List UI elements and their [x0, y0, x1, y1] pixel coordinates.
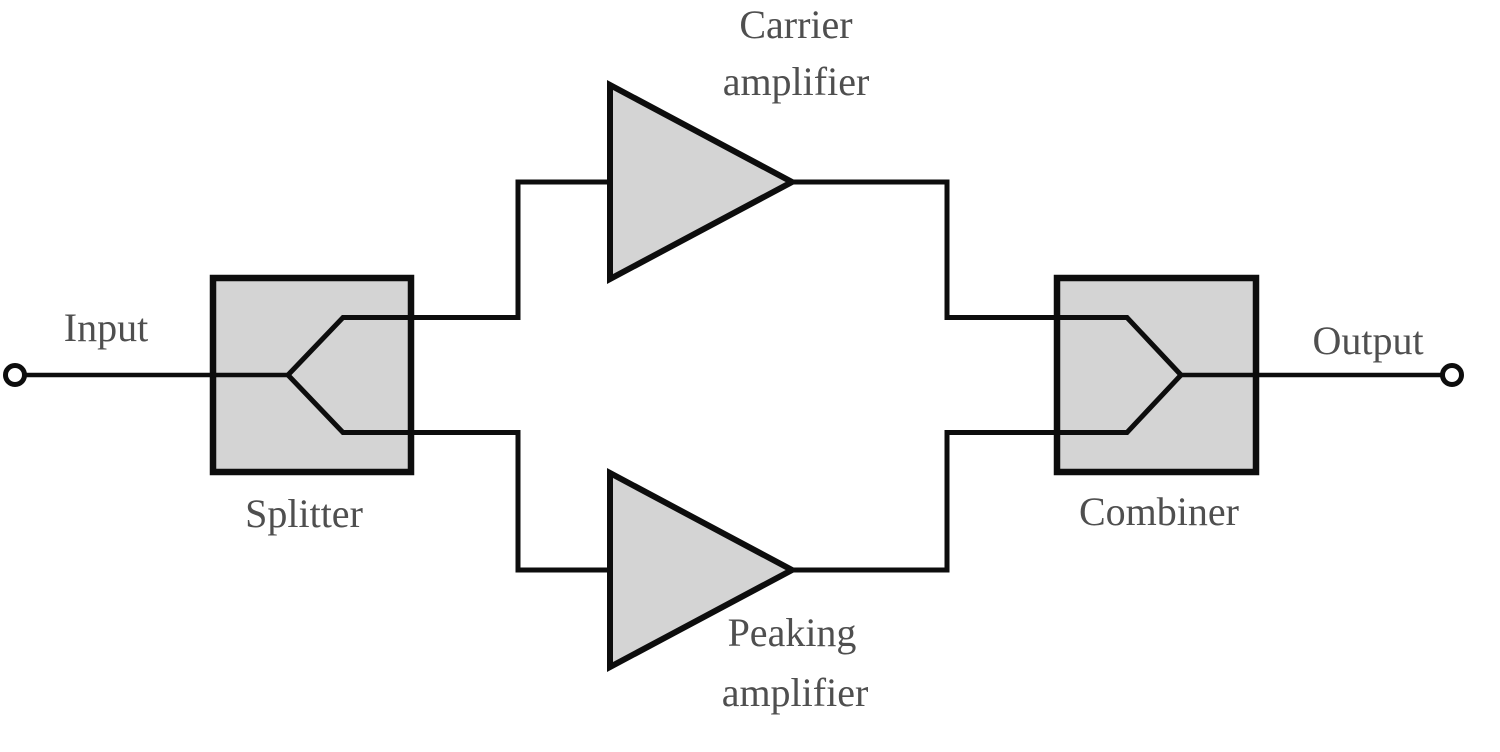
splitter-label: Splitter	[245, 491, 363, 536]
combiner-label: Combiner	[1079, 489, 1239, 534]
output-label: Output	[1312, 318, 1423, 363]
peaking-amplifier-label-line2: amplifier	[722, 670, 869, 715]
wire-peaking-to-combiner	[790, 373, 1183, 573]
input-terminal-icon	[3, 363, 27, 387]
input-label: Input	[64, 305, 148, 350]
wire-carrier-to-combiner	[790, 179, 1183, 377]
peaking-amplifier-symbol	[607, 468, 799, 672]
wire-splitter-to-peaking	[286, 373, 612, 573]
carrier-amplifier-label-line2: amplifier	[723, 59, 870, 104]
carrier-amplifier-symbol	[607, 80, 799, 284]
wire-splitter-to-carrier	[286, 179, 612, 377]
peaking-amplifier-label-line1: Peaking	[728, 610, 857, 655]
output-terminal-icon	[1440, 363, 1464, 387]
carrier-amplifier-label-line1: Carrier	[739, 2, 852, 47]
